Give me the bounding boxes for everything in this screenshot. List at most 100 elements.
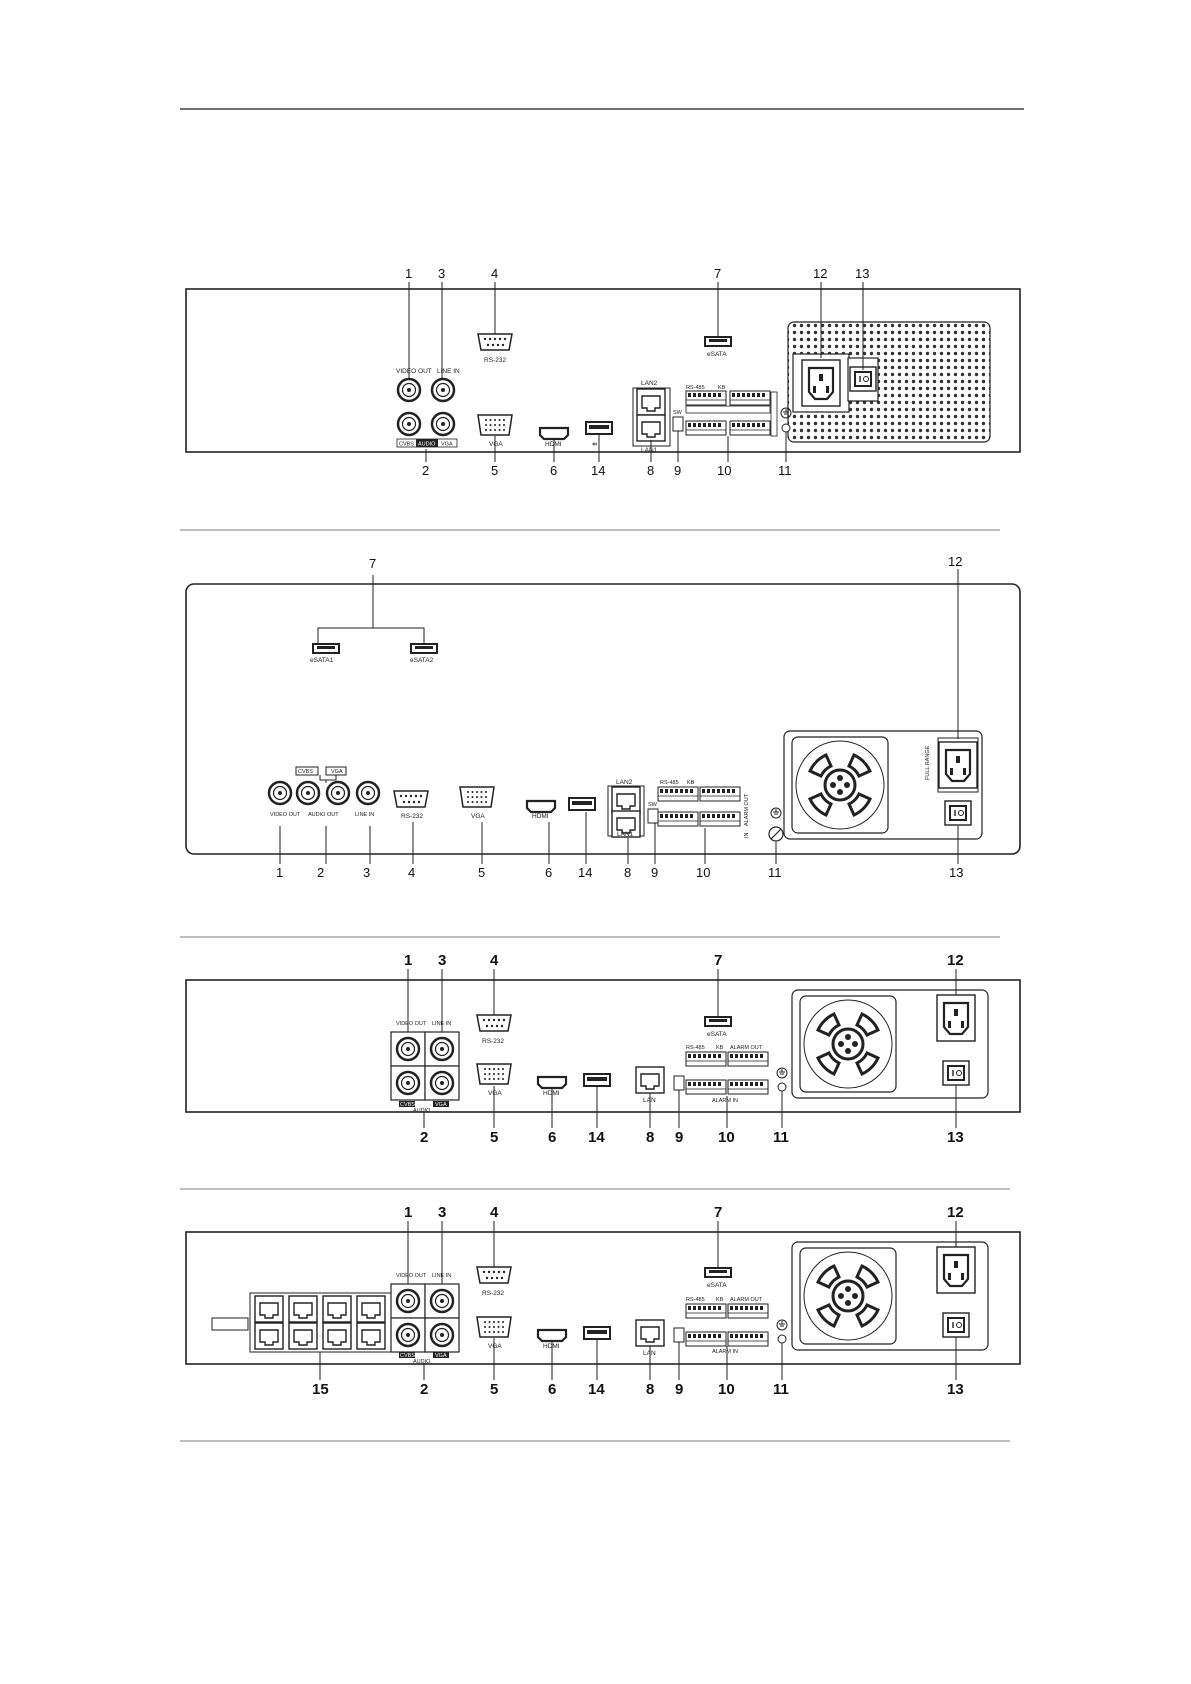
terminal-block-1-icon [685, 1051, 727, 1067]
lan-label: LAN [643, 1097, 656, 1104]
lan2-label: LAN2 [616, 779, 633, 786]
ground-screw-icon [781, 423, 791, 433]
line-in-bnc-icon [355, 780, 381, 806]
callout-7: 7 [714, 266, 721, 281]
callout-3: 3 [438, 266, 445, 281]
alarm-side-label [770, 391, 778, 437]
vga-audio-bnc-icon [429, 1322, 455, 1348]
terminal-block-2-icon [729, 390, 771, 406]
callout-3: 3 [438, 1204, 446, 1221]
vga-label: VGA [489, 441, 503, 448]
rs485-label: RS-485 [686, 385, 705, 391]
power-inlet-icon [937, 740, 979, 790]
rs232-label: RS-232 [484, 357, 506, 364]
ground-screw-icon [777, 1334, 787, 1344]
rear-panel-diagram-2: eSATA1 eSATA2 7 FULL RANGE 12 CVBS VGA V… [185, 554, 1021, 880]
callout-15: 15 [312, 1381, 329, 1398]
hdmi-port-icon [538, 426, 570, 441]
callout-13: 13 [855, 266, 869, 281]
callout-1: 1 [276, 865, 283, 880]
callout-10: 10 [718, 1129, 735, 1146]
lan-port-icon [635, 1319, 665, 1347]
vga-audio-label: VGA [435, 1102, 447, 1108]
cvbs-audio-bnc-icon [396, 411, 422, 437]
rear-panel-diagram-1: VIDEO OUT LINE IN CVBS AUDIO VGA RS-232 … [185, 266, 1021, 478]
rear-panel-diagram-4: VIDEO OUT LINE IN CVBS VGA AUDIO RS-232 … [185, 1204, 1021, 1398]
rs232-port-icon [477, 333, 513, 351]
usb-port-icon [568, 797, 596, 811]
vga-port-icon [477, 414, 513, 436]
esata-label: eSATA [707, 1282, 727, 1289]
callout-10: 10 [696, 865, 710, 880]
vga-port-icon [476, 1316, 512, 1338]
hdmi-label: HDMI [543, 1090, 560, 1097]
vga-audio-bnc-icon [430, 411, 456, 437]
vga-audio-bnc-icon [429, 1070, 455, 1096]
callout-8: 8 [624, 865, 631, 880]
callout-8: 8 [647, 463, 654, 478]
power-inlet-icon [935, 993, 977, 1043]
terminal-block-3-icon [657, 811, 699, 827]
sw-label: SW [673, 410, 683, 416]
vga-port-icon [476, 1063, 512, 1085]
callout-13: 13 [947, 1381, 964, 1398]
esata-port-icon [704, 1016, 732, 1027]
terminal-block-4-icon [727, 1079, 769, 1095]
alarm-out-label: ALARM OUT [730, 1045, 763, 1051]
callout-11: 11 [768, 865, 782, 880]
video-out-bnc-icon [267, 780, 293, 806]
terminal-block-3-icon [685, 1331, 727, 1347]
poe-port-1-icon [254, 1295, 284, 1323]
rs232-port-icon [476, 1266, 512, 1284]
vga-label-block [433, 1352, 449, 1358]
poe-port-6-icon [288, 1322, 318, 1350]
terminal-block-2-icon [727, 1303, 769, 1319]
rs485-label: RS-485 [660, 780, 679, 786]
usb-port-icon [585, 421, 613, 435]
callout-2: 2 [422, 463, 429, 478]
esata1-label: eSATA1 [310, 657, 334, 664]
callout-6: 6 [550, 463, 557, 478]
callout-5: 5 [490, 1129, 498, 1146]
callout-12: 12 [947, 1204, 964, 1221]
line-in-label: LINE IN [355, 812, 374, 818]
power-switch-icon [849, 366, 877, 392]
video-out-label: VIDEO OUT [396, 1273, 427, 1279]
cvbs-label-block [399, 1101, 415, 1107]
callout-9: 9 [675, 1129, 683, 1146]
video-out-bnc-icon [395, 1288, 421, 1314]
usb-port-icon [583, 1073, 611, 1087]
esata-label: eSATA [707, 351, 727, 358]
fan-icon [798, 994, 898, 1094]
callout-13: 13 [949, 865, 963, 880]
callout-4: 4 [490, 952, 499, 969]
fan-icon [798, 1246, 898, 1346]
hdmi-port-icon [536, 1328, 568, 1343]
vga-label: VGA [488, 1343, 502, 1350]
ground-screw-icon [777, 1082, 787, 1092]
poe-port-5-icon [254, 1322, 284, 1350]
power-switch-icon [942, 1312, 970, 1338]
callout-12: 12 [813, 266, 827, 281]
callout-11: 11 [773, 1381, 789, 1398]
terminal-block-1-icon [685, 1303, 727, 1319]
lan2-label: LAN2 [641, 380, 658, 387]
terminal-block-1-icon [685, 390, 727, 406]
alarm-out-label: ALARM OUT [744, 793, 750, 826]
rs232-port-icon [476, 1014, 512, 1032]
cvbs-audio-bnc-icon [395, 1070, 421, 1096]
terminal-block-3-icon [685, 420, 727, 436]
lan2-port-icon [611, 786, 641, 814]
vga-port-icon [459, 786, 495, 808]
hdmi-label: HDMI [543, 1343, 560, 1350]
alarm-out-label: ALARM OUT [730, 1297, 763, 1303]
callout-6: 6 [548, 1129, 556, 1146]
callout-3: 3 [438, 952, 446, 969]
callout-12: 12 [948, 554, 962, 569]
video-out-label: VIDEO OUT [396, 1021, 427, 1027]
callout-14: 14 [591, 463, 605, 478]
hdmi-label: HDMI [532, 813, 549, 820]
terminal-block-4-icon [729, 420, 771, 436]
poe-port-7-icon [322, 1322, 352, 1350]
power-inlet-icon [800, 358, 842, 408]
